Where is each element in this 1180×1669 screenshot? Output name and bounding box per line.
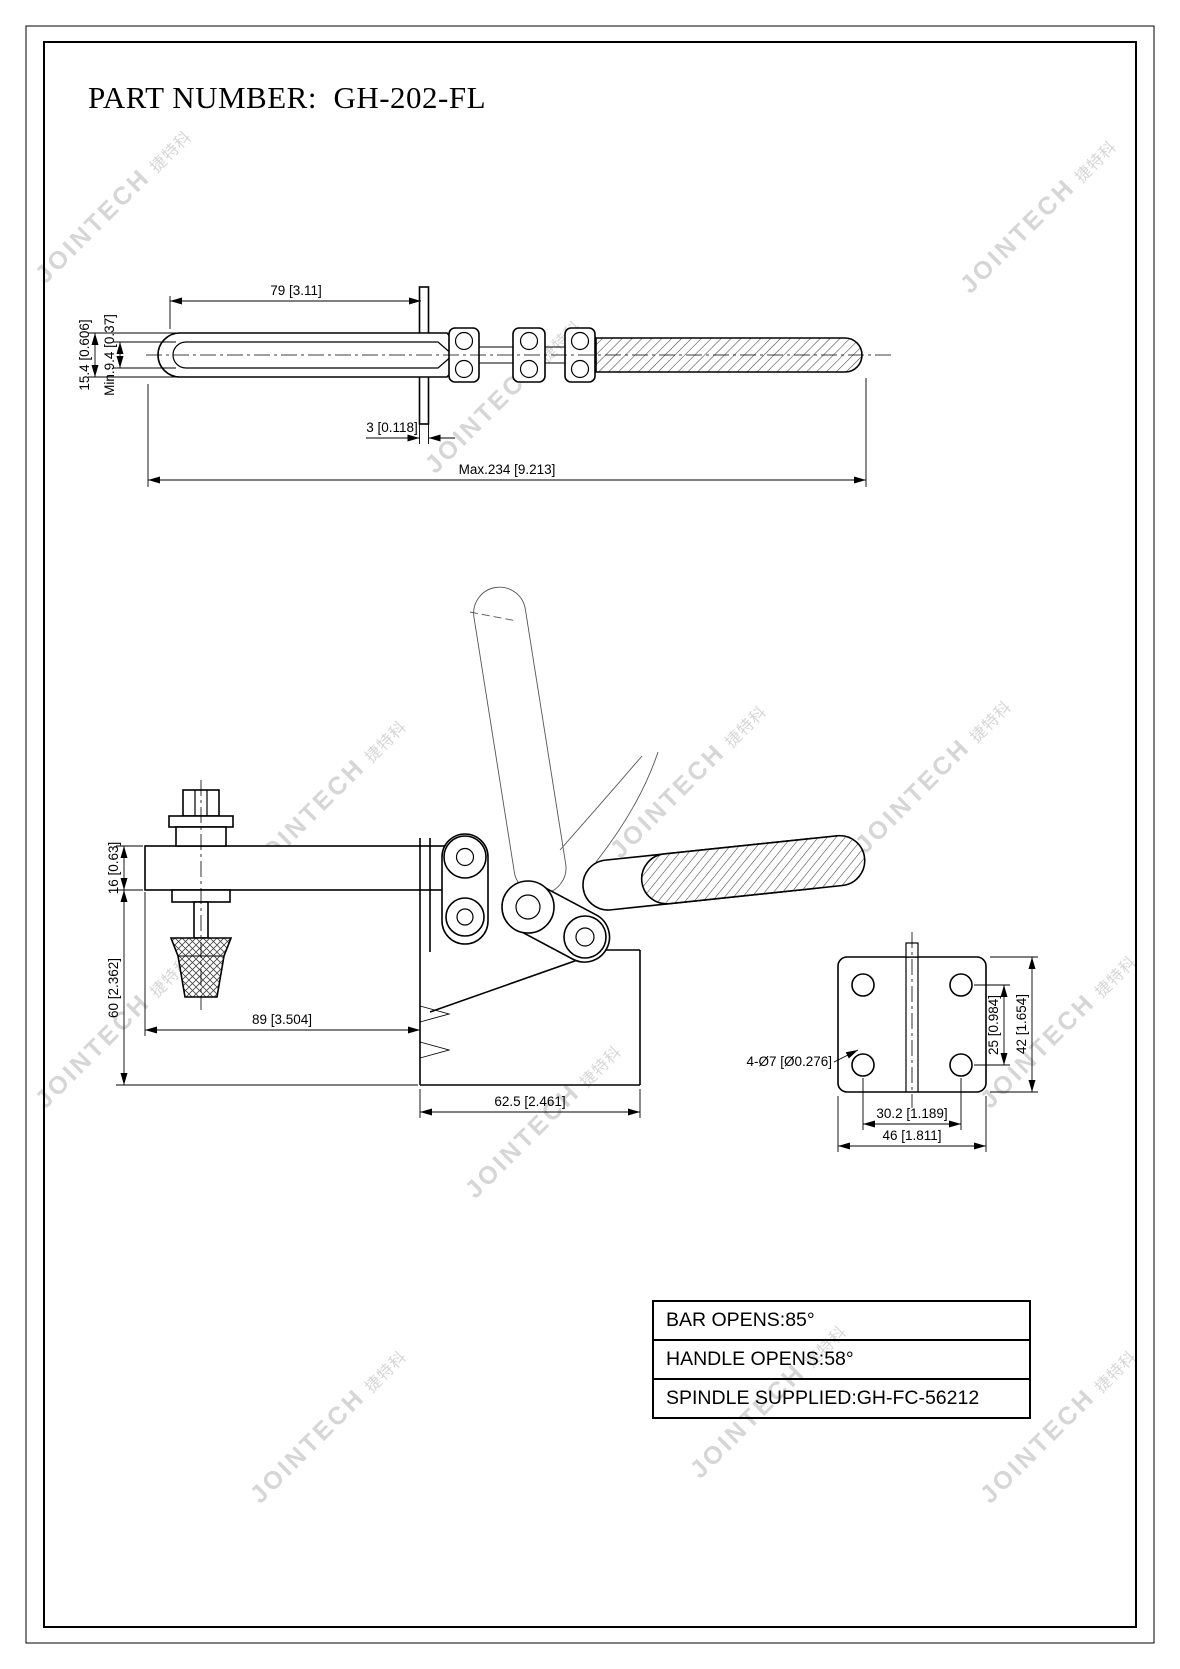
mounting-hole bbox=[851, 973, 875, 997]
dim-side-60-label: 60 [2.362] bbox=[106, 958, 121, 1018]
mounting-hole bbox=[851, 1053, 875, 1077]
spec-row-handle-opens: HANDLE OPENS:58° bbox=[652, 1339, 1031, 1380]
dim-side-16: 16 [0.63] bbox=[106, 842, 143, 895]
dim-top-3-label: 3 [0.118] bbox=[366, 420, 418, 435]
handle-closed bbox=[582, 834, 866, 911]
end-view: 4-Ø7 [Ø0.276] 25 [0.984] 42 [1.654] 30.2… bbox=[746, 932, 1038, 1152]
dim-top-3: 3 [0.118] bbox=[366, 420, 455, 444]
dim-top-max-234: Max.234 [9.213] bbox=[147, 378, 867, 487]
dim-end-46-label: 46 [1.811] bbox=[882, 1128, 941, 1143]
dim-top-15-4: 15.4 [0.606] bbox=[77, 319, 178, 391]
dim-end-25-label: 25 [0.984] bbox=[986, 995, 1001, 1055]
dim-side-89-label: 89 [3.504] bbox=[252, 1012, 312, 1027]
dim-side-89: 89 [3.504] bbox=[144, 892, 420, 1036]
dim-end-holes: 4-Ø7 [Ø0.276] bbox=[746, 1049, 859, 1069]
dim-end-holes-label: 4-Ø7 [Ø0.276] bbox=[746, 1054, 832, 1069]
dim-side-16-label: 16 [0.63] bbox=[106, 842, 121, 895]
clamp-bar-side bbox=[144, 845, 463, 891]
dim-side-62-5: 62.5 [2.461] bbox=[419, 1089, 641, 1118]
dim-end-30-2: 30.2 [1.189] bbox=[862, 1078, 962, 1130]
top-view: 79 [3.11] 15.4 [0.606] Min.9.4 [0.37] 3 … bbox=[77, 283, 895, 487]
mounting-hole bbox=[949, 973, 973, 997]
handle-grip-side bbox=[640, 834, 866, 905]
dim-side-62-5-label: 62.5 [2.461] bbox=[494, 1094, 565, 1109]
dim-top-min-9-4: Min.9.4 [0.37] bbox=[102, 314, 176, 396]
spec-row-bar-opens: BAR OPENS:85° bbox=[652, 1300, 1031, 1341]
spec-table: BAR OPENS:85° HANDLE OPENS:58° SPINDLE S… bbox=[652, 1300, 1031, 1419]
dim-end-46: 46 [1.811] bbox=[837, 1096, 987, 1152]
dim-end-42-label: 42 [1.654] bbox=[1014, 994, 1029, 1054]
part-number-title: PART NUMBER: GH-202-FL bbox=[88, 80, 487, 115]
dim-top-max-234-label: Max.234 [9.213] bbox=[459, 462, 556, 477]
spec-row-spindle-supplied: SPINDLE SUPPLIED:GH-FC-56212 bbox=[652, 1378, 1031, 1419]
dim-top-min-9-4-label: Min.9.4 [0.37] bbox=[102, 314, 117, 396]
dim-side-60: 60 [2.362] bbox=[106, 890, 418, 1086]
side-view: 16 [0.63] 60 [2.362] 89 [3.504] 62.5 [2.… bbox=[106, 586, 866, 1118]
dim-top-79: 79 [3.11] bbox=[169, 283, 421, 329]
dim-end-42: 42 [1.654] bbox=[990, 956, 1038, 1093]
dim-top-15-4-label: 15.4 [0.606] bbox=[77, 319, 92, 390]
drawing-border bbox=[25, 25, 1155, 1644]
mounting-hole bbox=[949, 1053, 973, 1077]
dim-end-30-2-label: 30.2 [1.189] bbox=[876, 1106, 947, 1121]
dim-top-79-label: 79 [3.11] bbox=[270, 283, 322, 298]
dim-end-25: 25 [0.984] bbox=[974, 984, 1010, 1066]
